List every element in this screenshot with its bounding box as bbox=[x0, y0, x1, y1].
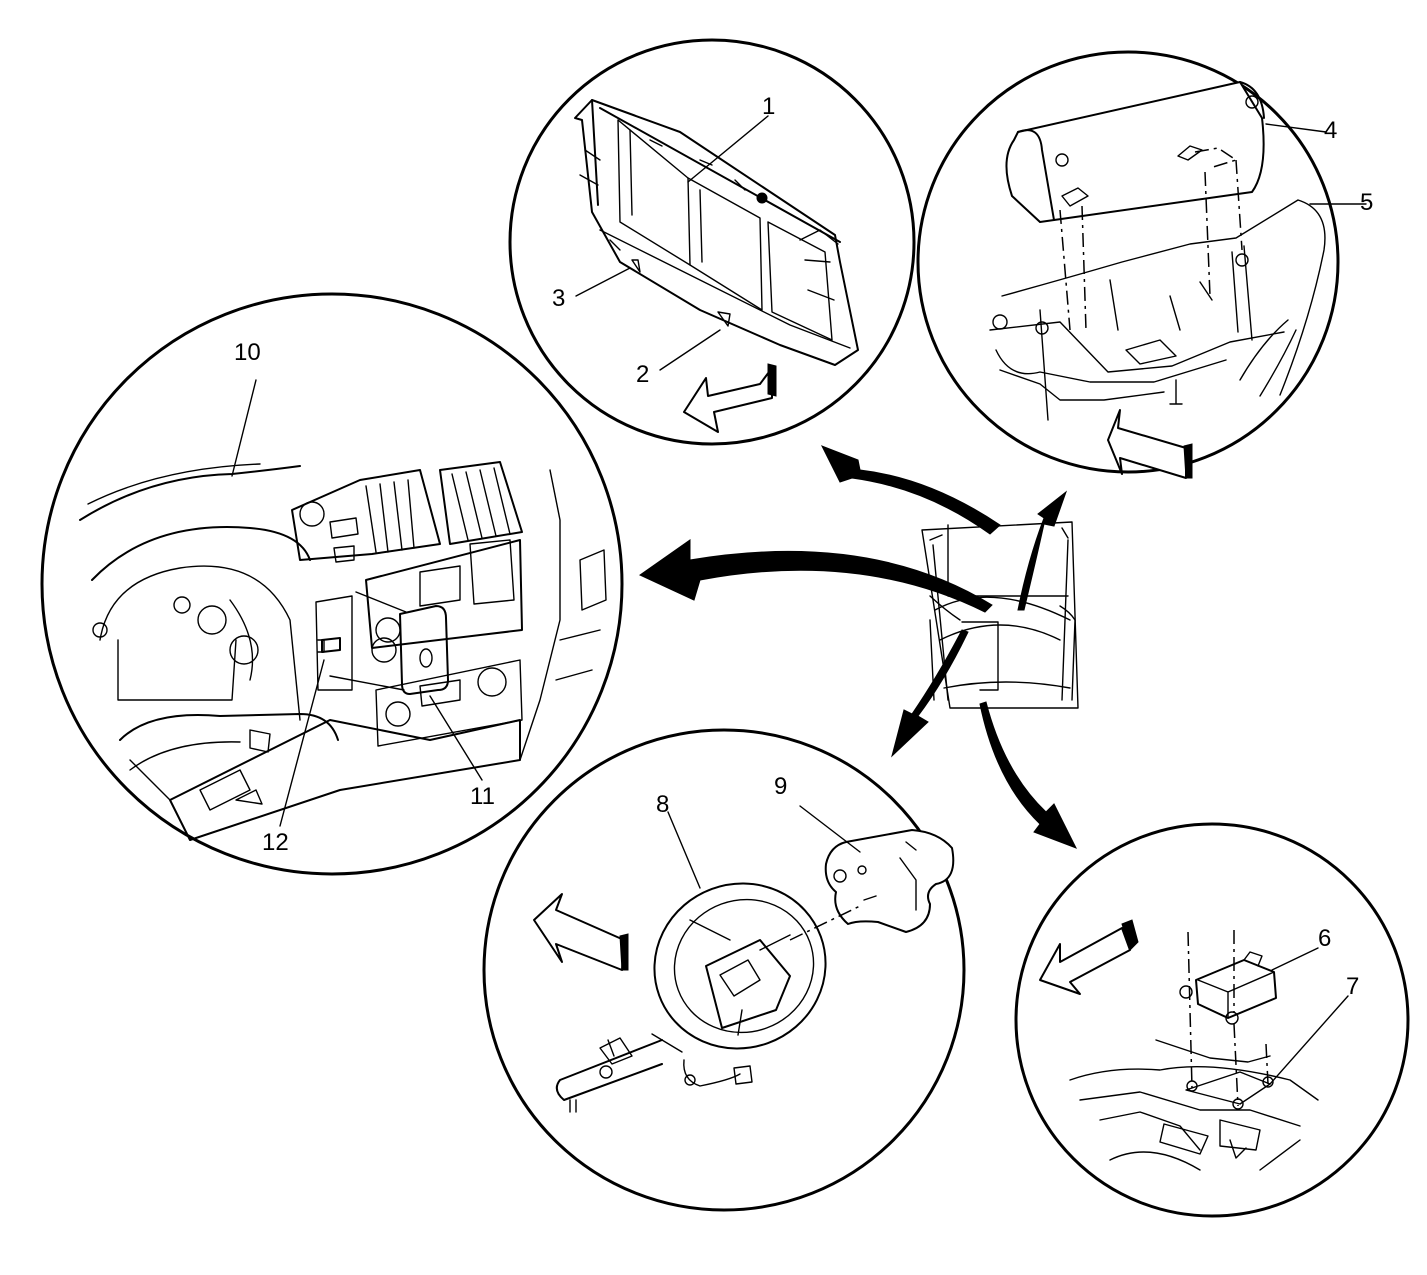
callout-8: 8 bbox=[656, 791, 669, 818]
instrument-panel-passenger-side bbox=[989, 199, 1326, 421]
instrument-panel-detail bbox=[40, 292, 624, 876]
radiator-support-icon bbox=[574, 99, 859, 366]
sdm-direction-arrow-icon bbox=[1039, 927, 1131, 995]
direction-arrows bbox=[639, 445, 1078, 849]
arrow-to-steering-wheel bbox=[891, 629, 969, 758]
callout-labels: 1 2 3 4 5 6 7 8 9 10 11 12 bbox=[234, 93, 1373, 1000]
front-direction-arrow-icon bbox=[683, 367, 773, 433]
callout-9: 9 bbox=[774, 773, 787, 800]
arrow-to-sdm bbox=[979, 701, 1078, 849]
passenger-airbag-detail bbox=[916, 50, 1367, 479]
arrow-to-front-sensor bbox=[820, 445, 1001, 535]
callout-4: 4 bbox=[1324, 117, 1337, 144]
front-sensor-detail bbox=[508, 38, 916, 446]
arrow-to-instrument-panel bbox=[639, 539, 993, 613]
instrument-panel-icon bbox=[79, 461, 607, 841]
callout-12: 12 bbox=[262, 829, 289, 856]
callout-2: 2 bbox=[636, 361, 649, 388]
sdm-detail bbox=[1014, 822, 1410, 1218]
callout-6: 6 bbox=[1318, 925, 1331, 952]
pass-key-switch-icon bbox=[329, 591, 449, 695]
sensing-diagnostic-module-icon bbox=[1179, 930, 1277, 1107]
callout-7: 7 bbox=[1346, 973, 1359, 1000]
steering-direction-arrow-icon bbox=[533, 893, 625, 971]
passenger-direction-arrow-icon bbox=[1107, 409, 1187, 479]
callout-1: 1 bbox=[762, 93, 775, 120]
callout-10: 10 bbox=[234, 339, 261, 366]
arrow-to-passenger-airbag bbox=[1017, 490, 1068, 611]
callout-5: 5 bbox=[1360, 189, 1373, 216]
passenger-airbag-module-icon bbox=[1005, 81, 1265, 223]
steering-wheel-airbag-icon bbox=[555, 829, 955, 1113]
vehicle-outline-icon bbox=[921, 521, 1079, 709]
steering-wheel-detail bbox=[482, 728, 966, 1212]
floor-pan-icon bbox=[1069, 1039, 1319, 1171]
callout-11: 11 bbox=[470, 783, 495, 810]
callout-3: 3 bbox=[552, 285, 565, 312]
